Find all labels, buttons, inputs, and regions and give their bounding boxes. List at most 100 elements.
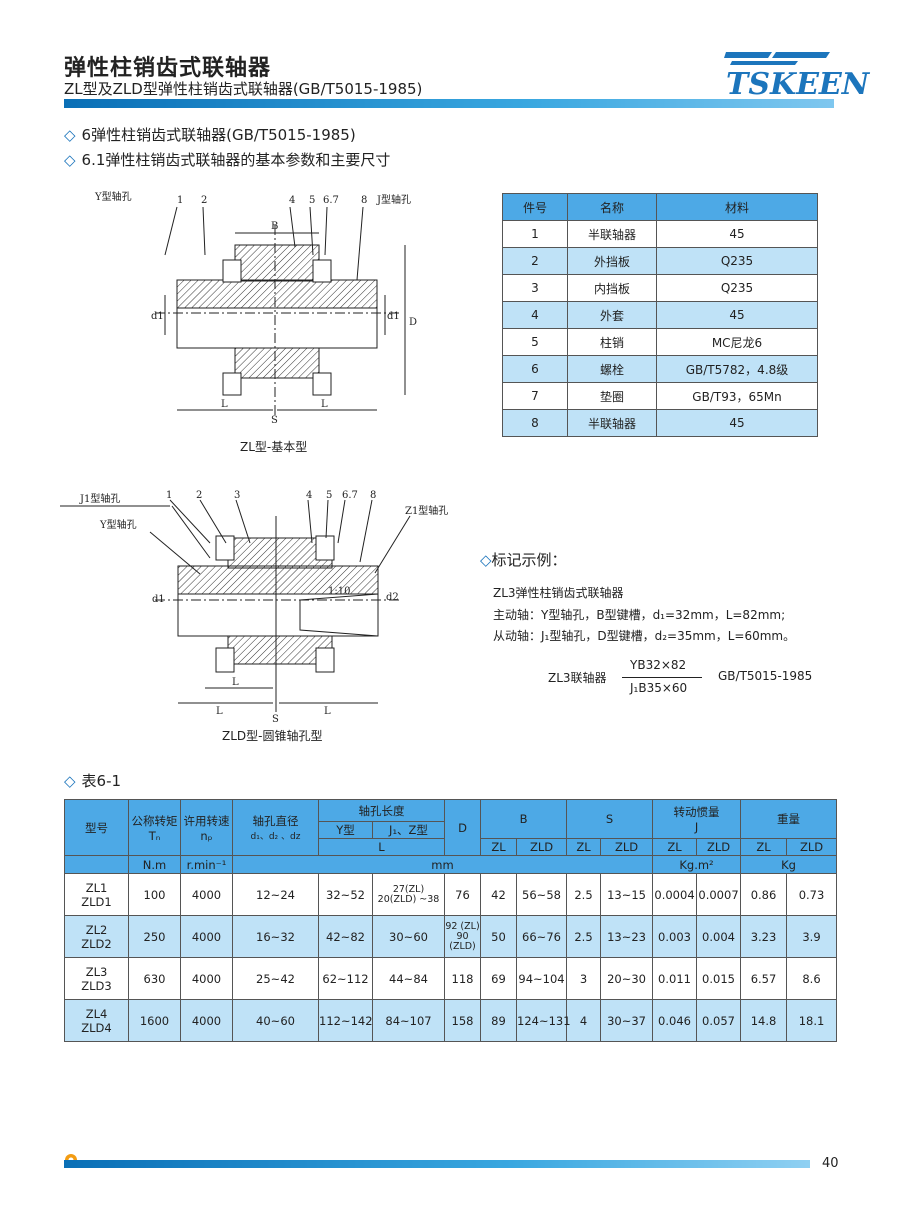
fig2-label: 1:10: [328, 586, 350, 597]
header-S-zld: ZLD: [600, 838, 654, 856]
header-S-zl: ZL: [566, 838, 602, 856]
table-cell: 3.23: [740, 915, 788, 958]
fig2-label: 5: [326, 490, 332, 501]
figure2-caption: ZLD型-圆锥轴孔型: [222, 729, 323, 743]
table-cell: 30~60: [372, 915, 445, 958]
table-cell: 2.5: [566, 873, 602, 916]
table-cell: 45: [656, 301, 818, 329]
table-cell: 1600: [128, 999, 181, 1042]
fig1-label: L: [221, 399, 228, 410]
table-cell: 32~52: [318, 873, 373, 916]
header-L: L: [318, 838, 445, 856]
header-torque-label: 公称转矩: [131, 813, 178, 828]
table-cell: 44~84: [372, 957, 445, 1000]
fig2-label: 6.7: [342, 490, 358, 501]
fig1-label: 2: [201, 195, 207, 206]
table-cell: 18.1: [786, 999, 838, 1042]
example-heading-text: 标记示例：: [491, 551, 567, 569]
table-cell: 半联轴器: [567, 220, 657, 248]
table-unit-row: N.m r.min⁻¹ mm Kg.m² Kg: [64, 855, 838, 874]
table-cell: 0.004: [696, 915, 742, 958]
table-cell: 45: [656, 220, 818, 248]
figure1-caption: ZL型-基本型: [240, 440, 308, 454]
table-header-row: Y型 J₁、Z型: [65, 821, 837, 839]
cell-model-zld: ZLD3: [81, 978, 112, 993]
example-title: ZL3弹性柱销齿式联轴器: [493, 586, 624, 600]
table-cell: 69: [480, 957, 517, 1000]
table-cell: 0.0007: [696, 873, 742, 916]
example-fraction-line: [622, 677, 702, 678]
table-cell: 8: [502, 409, 568, 437]
page-number: 40: [822, 1156, 839, 1171]
table-cell: 垫圈: [567, 382, 657, 410]
parts-header-cell: 件号: [502, 193, 568, 221]
table-cell: 0.0004: [652, 873, 698, 916]
section-heading-1: ◇6弹性柱销齿式联轴器(GB/T5015-1985): [64, 126, 356, 144]
header-weight-zld: ZLD: [786, 838, 838, 856]
cell-model-zl: ZL1: [85, 880, 108, 895]
table-cell: 柱销: [567, 328, 657, 356]
table-cell: 3.9: [786, 915, 838, 958]
fig2-label: d2: [386, 592, 399, 603]
cell-model-zl: ZL3: [85, 964, 108, 979]
table-cell: 20~30: [600, 957, 654, 1000]
table-cell: 124~131: [515, 999, 571, 1042]
header-bore-label: 轴孔直径: [252, 814, 299, 828]
table-cell: 56~58: [515, 873, 568, 916]
table-cell: 30~37: [600, 999, 654, 1042]
header-bore-symbol: d₁、d₂ 、dz: [250, 832, 301, 842]
table-cell: 0.73: [786, 873, 838, 916]
unit-weight: Kg: [740, 855, 838, 874]
footer-bar: [64, 1160, 810, 1168]
table-cell: 27(ZL) 20(ZLD) ~38: [372, 873, 445, 916]
table-cell: 1: [502, 220, 568, 248]
table-cell: 45: [656, 409, 818, 437]
example-mark-numerator: YB32×82: [630, 658, 687, 672]
table-cell: 12~24: [232, 873, 319, 916]
table-cell: 6: [502, 355, 568, 383]
fig2-label: S: [272, 714, 279, 725]
table-cell: Q235: [656, 274, 818, 302]
table-cell: 92 (ZL) 90 (ZLD): [444, 915, 481, 958]
unit-torque: N.m: [128, 855, 181, 874]
table-cell: 13~15: [600, 873, 654, 916]
table-cell: 76: [444, 873, 481, 916]
unit-inertia: Kg.m²: [652, 855, 742, 874]
table-cell: 89: [480, 999, 517, 1042]
section-heading-2-text: 6.1弹性柱销齿式联轴器的基本参数和主要尺寸: [81, 151, 391, 169]
fig1-label: d1: [151, 311, 164, 322]
table-cell: 2.5: [566, 915, 602, 958]
table-cell: 50: [480, 915, 517, 958]
table-cell: 42: [480, 873, 517, 916]
brand-logo: TSKEEN: [724, 52, 871, 102]
table-cell: 0.011: [652, 957, 698, 1000]
table-cell: 4000: [180, 873, 233, 916]
fig2-label: 2: [196, 490, 202, 501]
table-cell: 0.003: [652, 915, 698, 958]
table-cell: MC尼龙6: [656, 328, 818, 356]
fig1-label: B: [271, 221, 278, 232]
header-speed-label: 许用转速: [183, 813, 230, 828]
title-underline: [64, 99, 834, 108]
table-cell: 6.57: [740, 957, 788, 1000]
fig2-label: Y型轴孔: [99, 518, 137, 531]
table-cell: GB/T93，65Mn: [656, 382, 818, 410]
header-torque-symbol: Tₙ: [148, 828, 161, 843]
table-cell: 4000: [180, 999, 233, 1042]
header-D: D: [444, 799, 481, 856]
table-cell: 4: [502, 301, 568, 329]
